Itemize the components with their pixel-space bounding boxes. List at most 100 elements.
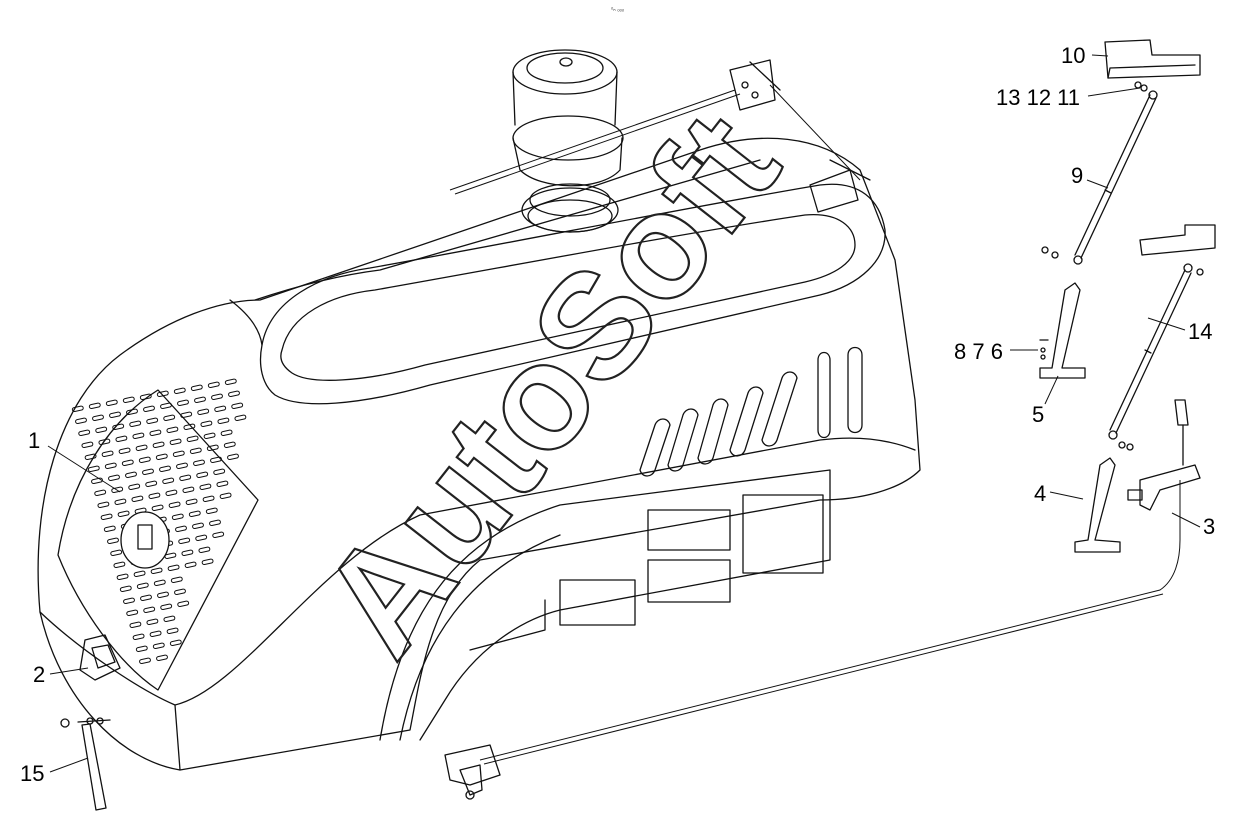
- grille-slot: [216, 480, 229, 488]
- grille-slot: [193, 459, 205, 467]
- grille-slot: [119, 585, 132, 593]
- grille-slot: [108, 474, 120, 482]
- grille-slot: [168, 501, 181, 509]
- front-grille: [57, 378, 259, 691]
- grille-slot: [151, 504, 164, 512]
- grille-slot: [205, 507, 218, 515]
- grille-slot: [190, 384, 203, 392]
- grille-slot: [199, 483, 212, 491]
- grille-slot: [84, 453, 97, 461]
- grille-slot: [179, 474, 192, 482]
- grille-slot: [160, 603, 173, 611]
- grille-slot: [182, 486, 195, 494]
- grille-slot: [114, 498, 127, 506]
- grille-slot: [219, 492, 232, 500]
- grille-slot: [117, 510, 130, 518]
- grille-slot: [111, 486, 124, 494]
- grille-slot: [201, 558, 214, 566]
- plate-part-10: [1104, 39, 1201, 79]
- grille-slot: [153, 579, 166, 587]
- grille-slot: [186, 435, 199, 443]
- grille-slot: [100, 513, 113, 521]
- grille-slot: [197, 408, 210, 416]
- grille-slot: [121, 459, 134, 467]
- grille-slot: [148, 492, 161, 500]
- grille-slot: [105, 399, 118, 407]
- grille-slot: [210, 456, 222, 464]
- grille-slot: [192, 522, 204, 530]
- grille-slots: [71, 378, 247, 665]
- grille-slot: [227, 453, 239, 461]
- grille-slot: [203, 432, 216, 440]
- grille-slot: [162, 477, 175, 485]
- bracket-part-4: [1074, 457, 1121, 553]
- callout-4: 4: [1034, 481, 1047, 506]
- gas-strut-part-14: [1108, 224, 1216, 451]
- grille-slot: [169, 438, 182, 446]
- grille-slot: [173, 387, 186, 395]
- grille-slot: [206, 444, 219, 452]
- callout-3: 3: [1203, 514, 1216, 539]
- air-cleaner: [512, 49, 624, 233]
- grille-slot: [212, 531, 225, 539]
- grille-slot: [224, 378, 237, 386]
- callout-5: 5: [1032, 402, 1045, 427]
- grille-slot: [189, 447, 202, 455]
- grille-slot: [140, 594, 152, 602]
- grille-slot: [213, 468, 226, 476]
- grille-slot: [87, 465, 100, 473]
- grille-slot: [135, 645, 148, 653]
- grille-slot: [170, 576, 183, 584]
- grille-slot: [188, 510, 201, 518]
- grille-slot: [150, 567, 163, 575]
- grille-slot: [142, 468, 154, 476]
- latch-part-2: [79, 634, 121, 681]
- grille-slot: [149, 630, 162, 638]
- grille-slot: [98, 438, 111, 446]
- release-part-3: [1127, 399, 1201, 511]
- callout-10: 10: [1061, 43, 1086, 68]
- grille-slot: [157, 591, 169, 599]
- grille-slot: [81, 441, 94, 449]
- grille-slot: [228, 390, 240, 398]
- grille-slot: [166, 627, 179, 635]
- grille-slot: [183, 423, 196, 431]
- grille-slot: [107, 537, 119, 545]
- grille-slot: [104, 462, 117, 470]
- release-handle: [444, 744, 501, 800]
- grille-slot: [166, 426, 179, 434]
- grille-slot: [132, 633, 145, 641]
- grille-slot: [198, 546, 211, 554]
- grille-slot: [155, 453, 168, 461]
- grille-slot: [143, 606, 156, 614]
- grille-slot: [125, 471, 137, 479]
- leader-lines: [47, 54, 1201, 773]
- grille-slot: [126, 408, 138, 416]
- grille-slot: [146, 417, 159, 425]
- grille-slot: [234, 414, 247, 422]
- grille-slot: [202, 495, 215, 503]
- grille-slot: [118, 447, 131, 455]
- grille-slot: [175, 525, 187, 533]
- grille-slot: [167, 564, 180, 572]
- grille-slot: [132, 432, 145, 440]
- grille-slot: [92, 414, 104, 422]
- grille-slot: [126, 609, 139, 617]
- grille-slot: [211, 393, 223, 401]
- grille-slot: [231, 402, 244, 410]
- grille-slot: [156, 390, 169, 398]
- grille-slot: [152, 441, 165, 449]
- hood-body: [37, 137, 921, 771]
- grille-slot: [217, 417, 230, 425]
- grille-slot: [164, 552, 177, 560]
- grille-slot: [152, 642, 165, 650]
- grille-slot: [200, 420, 213, 428]
- rod-part-15: [60, 717, 111, 811]
- grille-slot: [97, 501, 110, 509]
- side-vents: [639, 346, 863, 477]
- grille-slot: [131, 495, 144, 503]
- grille-slot: [172, 450, 185, 458]
- callout-1: 1: [28, 428, 41, 453]
- grille-slot: [156, 654, 168, 662]
